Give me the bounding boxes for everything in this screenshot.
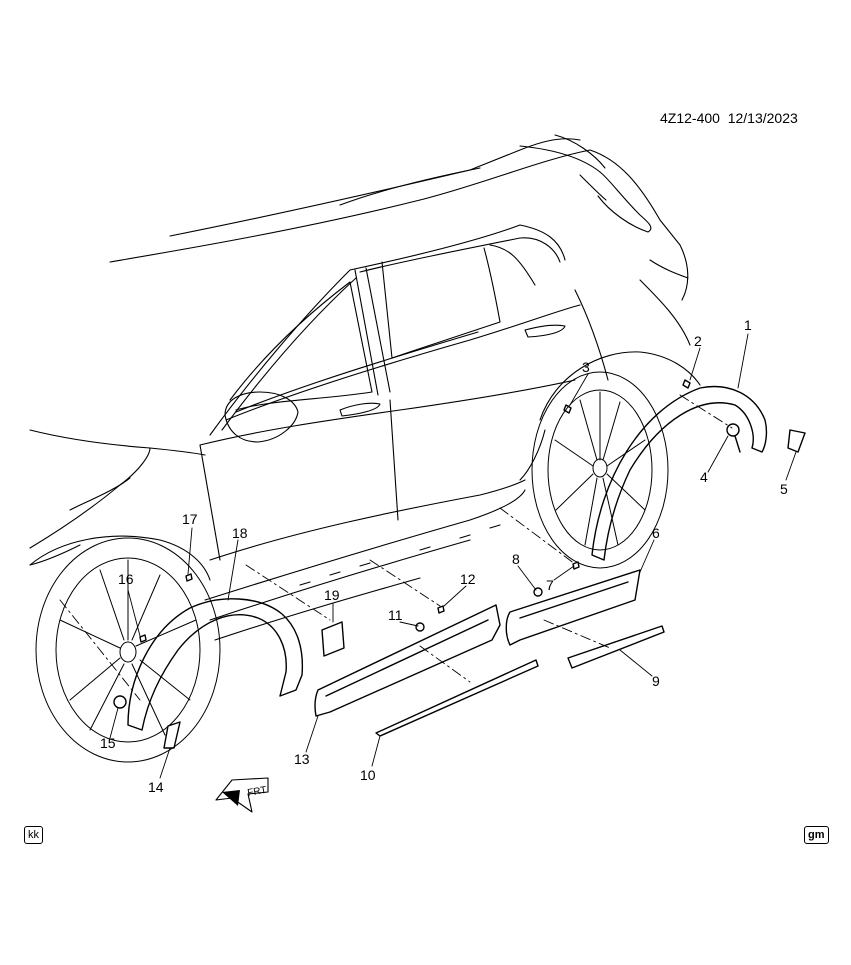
part-18-front-wheel-molding: [127, 598, 304, 731]
callout-4: 4: [700, 469, 708, 485]
part-7-clip: [572, 561, 580, 570]
part-10-front-door-strip: [375, 659, 539, 737]
callout-18: 18: [232, 525, 248, 541]
rear-wheel: [531, 371, 669, 569]
part-19-badge: [321, 621, 345, 657]
callout-16: 16: [118, 571, 134, 587]
callout-labels: 1 2 3 4 5 6 7 8 9 10 11 12 13 14 15 16 1…: [100, 317, 788, 795]
callout-9: 9: [652, 673, 660, 689]
part-13-front-door-molding: [314, 604, 501, 717]
front-wheel: [35, 537, 221, 763]
part-11-fastener: [415, 622, 425, 632]
callout-8: 8: [512, 551, 520, 567]
callout-15: 15: [100, 735, 116, 751]
part-6-rear-door-molding: [505, 569, 641, 646]
part-1-rear-wheel-molding: [591, 385, 768, 561]
callout-5: 5: [780, 481, 788, 497]
callout-10: 10: [360, 767, 376, 783]
kk-tag: kk: [24, 826, 43, 844]
part-15-fastener: [113, 695, 127, 709]
part-16-clip: [139, 634, 147, 643]
part-17-clip: [185, 573, 193, 582]
callout-13: 13: [294, 751, 310, 767]
leader-lines: [59, 333, 797, 779]
part-14-end-cap: [163, 721, 181, 749]
callout-1: 1: [744, 317, 752, 333]
callout-17: 17: [182, 511, 198, 527]
callout-19: 19: [324, 587, 340, 603]
callout-3: 3: [582, 359, 590, 375]
callout-6: 6: [652, 525, 660, 541]
callout-7: 7: [546, 577, 554, 593]
diagram-reference: 4Z12-400 12/13/2023: [660, 110, 798, 126]
part-9-rear-door-strip: [567, 625, 665, 669]
part-8-fastener: [533, 587, 543, 597]
callout-12: 12: [460, 571, 476, 587]
part-2-clip: [682, 379, 691, 389]
callout-11: 11: [388, 607, 403, 623]
front-arrow-label: FRT: [247, 785, 268, 799]
diagram-date: 12/13/2023: [727, 110, 798, 126]
part-5-end-cap: [787, 429, 806, 453]
part-3-clip: [563, 404, 572, 414]
part-12-clip: [437, 605, 445, 614]
callout-2: 2: [694, 333, 702, 349]
parts: [113, 379, 806, 749]
front-direction-arrow: FRT: [215, 777, 269, 813]
part-4-fastener: [726, 423, 741, 453]
gm-logo: gm: [804, 826, 829, 844]
diagram-ref-code: 4Z12-400: [660, 110, 720, 126]
vehicle-body-outline: [29, 134, 701, 641]
callout-14: 14: [148, 779, 164, 795]
